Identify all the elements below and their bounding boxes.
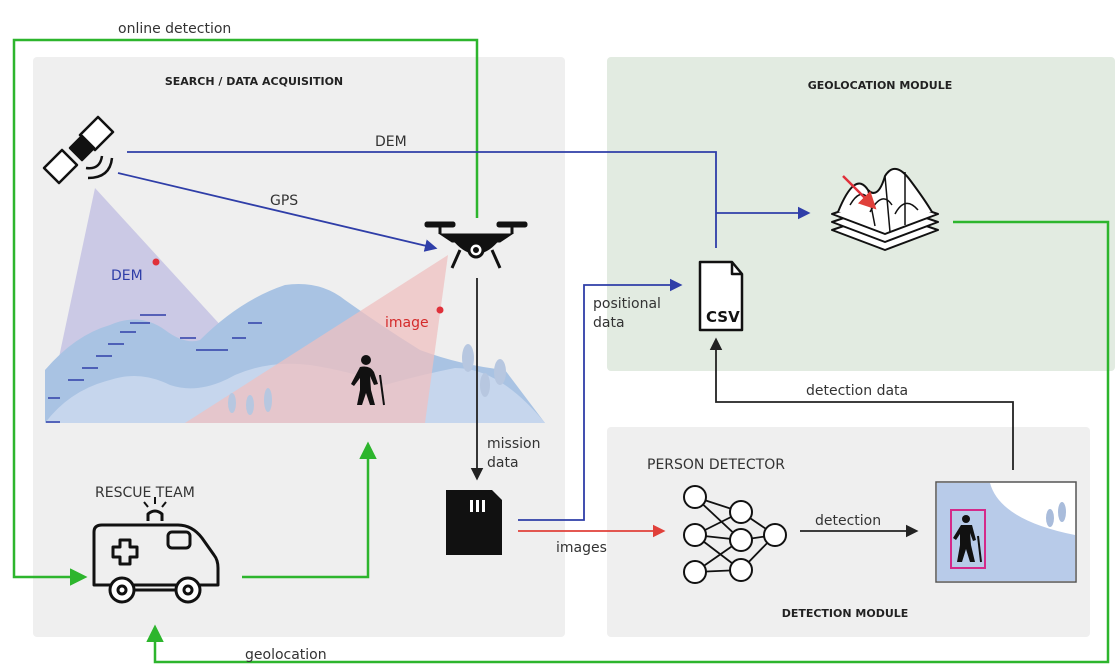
detection-bounding-box — [950, 509, 986, 569]
csv-label: CSV — [706, 308, 740, 326]
detection-data-arrow — [709, 337, 1014, 470]
search-panel-title: SEARCH / DATA ACQUISITION — [165, 75, 343, 88]
dem-arrow-label: DEM — [375, 134, 407, 150]
image-marker-dot — [436, 306, 444, 314]
ambulance-icon — [92, 497, 220, 604]
detection-panel — [607, 427, 1090, 637]
rescue-team-label: RESCUE TEAM — [95, 485, 195, 501]
detection-data-label: detection data — [806, 383, 908, 399]
geolocation-label: geolocation — [245, 647, 327, 663]
mission-data-label-line2: data — [487, 455, 519, 471]
contour-dashes — [46, 314, 262, 423]
landscape-scene — [45, 188, 545, 423]
positional-data-arrow — [518, 278, 683, 521]
camera-view-cone — [185, 255, 448, 423]
satellite-icon — [42, 115, 115, 185]
positional-data-label-line2: data — [593, 315, 625, 331]
sd-card-icon — [446, 490, 502, 555]
geolocation-return-arrow — [146, 220, 1110, 664]
csv-file-icon — [698, 260, 744, 332]
person-detector-label: PERSON DETECTOR — [647, 457, 785, 473]
detection-thumbnail — [935, 481, 1077, 583]
hiker-icon — [351, 355, 385, 406]
mission-data-label-line1: mission — [487, 436, 540, 452]
dem-marker-dot — [152, 258, 160, 266]
terrain-red-pointer — [842, 175, 877, 210]
positional-data-label-line1: positional — [593, 296, 661, 312]
detection-panel-title: DETECTION MODULE — [782, 607, 909, 620]
dem-arrow — [127, 151, 717, 248]
gps-label: GPS — [270, 193, 298, 209]
image-marker-label: image — [385, 315, 429, 331]
online-detection-label: online detection — [118, 21, 231, 37]
images-label: images — [556, 540, 607, 556]
neural-network-icon — [683, 485, 787, 584]
terrain-layers-icon — [831, 168, 939, 251]
trees — [228, 344, 506, 415]
detection-arrow-label: detection — [815, 513, 881, 529]
gps-arrow — [117, 172, 438, 252]
rescue-to-scene-arrow — [242, 441, 377, 579]
drone-icon — [424, 221, 528, 269]
geolocation-panel-title: GEOLOCATION MODULE — [808, 79, 952, 92]
online-detection-arrow — [12, 38, 479, 586]
dem-marker-label: DEM — [111, 268, 143, 284]
